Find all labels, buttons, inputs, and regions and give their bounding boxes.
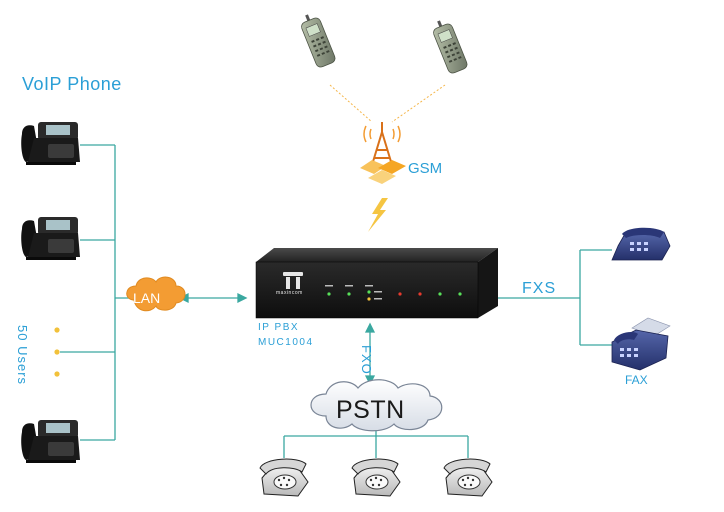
voip-phone-icon: [21, 122, 80, 165]
gsm-tower-icon: [360, 122, 406, 184]
analog-phone-icon: [443, 458, 493, 497]
lan-cloud: [126, 276, 186, 312]
gsm-signal-lines: [329, 84, 446, 123]
ip-pbx-device: [255, 248, 498, 319]
voip-phone-icon: [21, 420, 80, 463]
desk-phone-icon: [611, 227, 671, 261]
analog-phone-icon: [259, 458, 309, 497]
lan-link-arrow: [178, 292, 248, 304]
voip-phone-title: VoIP Phone: [22, 74, 122, 94]
led-captions: [325, 285, 382, 300]
fxs-label: FXS: [522, 280, 557, 297]
voip-phone-icon: [21, 217, 80, 260]
fxo-label: FXO: [359, 345, 374, 375]
users-count-label: 50 Users: [15, 325, 30, 386]
pstn-label: PSTN: [336, 396, 405, 424]
analog-phone-icon: [351, 458, 401, 497]
lan-label: LAN: [133, 290, 161, 306]
brand-logo: [283, 272, 303, 289]
fax-machine-icon: [611, 317, 671, 371]
fxs-lines: [498, 249, 612, 346]
fax-label: FAX: [625, 373, 648, 387]
pstn-tree-lines: [283, 425, 469, 458]
users-ellipsis-dots: [54, 327, 60, 377]
mobile-phone-icon: [433, 20, 468, 74]
brand-label: maxincom: [276, 290, 303, 296]
status-leds: [327, 290, 462, 301]
fxo-link-arrow: [364, 322, 376, 386]
lightning-bolt-icon: [368, 198, 388, 232]
gsm-label: GSM: [408, 160, 443, 177]
mobile-phone-icon: [301, 14, 336, 68]
pstn-cloud: [310, 379, 443, 432]
voip-bus-lines: [60, 144, 132, 441]
pbx-model-label: MUC1004: [258, 337, 314, 348]
pbx-type-label: IP PBX: [258, 322, 300, 333]
